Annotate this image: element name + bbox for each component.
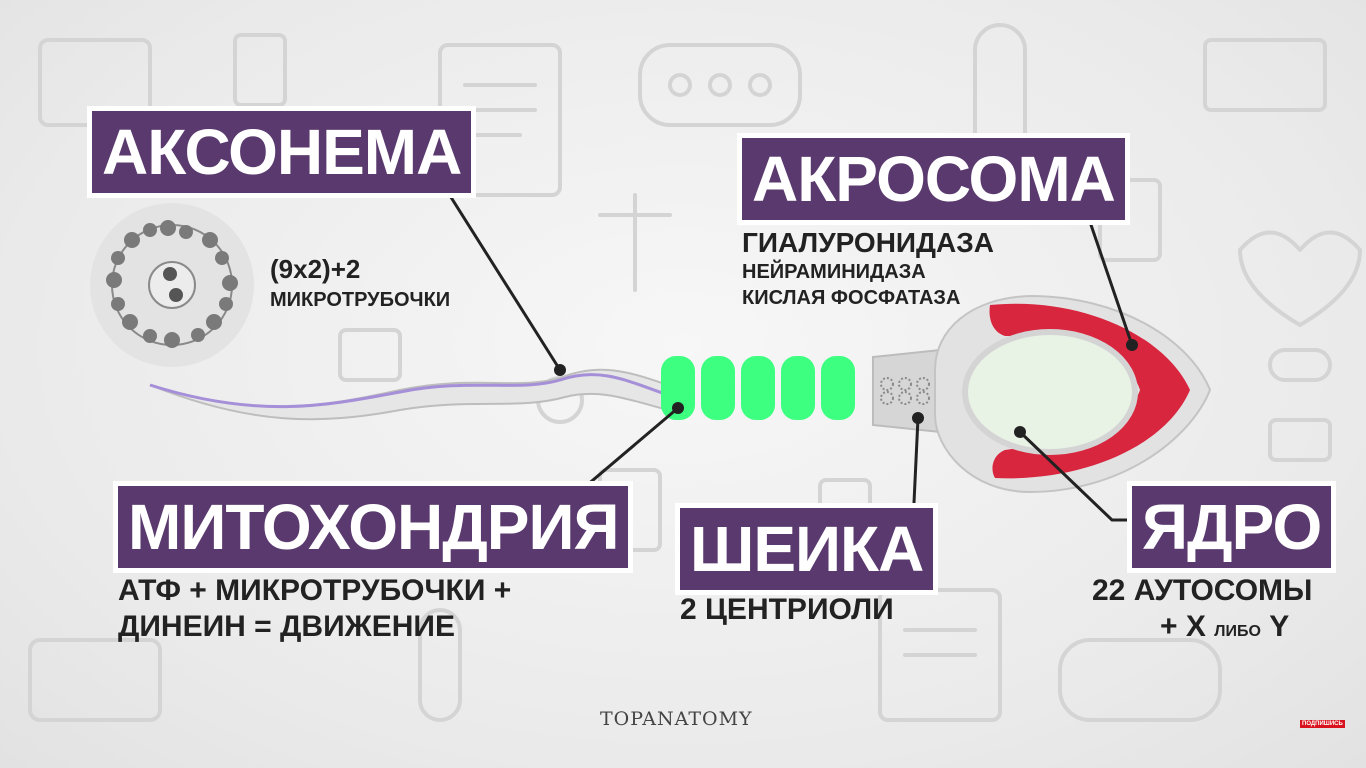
axoneme-cross-section <box>90 203 254 367</box>
nucleus <box>962 329 1138 455</box>
neck-info: 2 ЦЕНТРИОЛИ <box>680 593 894 626</box>
nucleus-info-or: ЛИБО <box>1214 623 1261 640</box>
label-neck: ШЕИКА <box>680 508 934 590</box>
nucleus-info-2: + X ЛИБО Y <box>1160 611 1289 643</box>
centriole-icons <box>880 377 930 405</box>
leader-dots <box>554 339 1138 438</box>
tail-axoneme-line <box>149 373 669 409</box>
label-nucleus: ЯДРО <box>1132 486 1332 568</box>
label-axonema: АКСОНЕМА <box>92 111 472 193</box>
label-acrosoma: АКРОСОМА <box>742 138 1125 220</box>
axonema-caption: МИКРОТРУБОЧКИ <box>270 289 451 311</box>
nucleus-info-x: + X <box>1160 610 1206 643</box>
mitochondria-segments <box>661 356 855 420</box>
microtubule-doublets <box>106 220 238 348</box>
acrosome <box>989 303 1190 479</box>
mitochondria-info-2: ДИНЕИН = ДВИЖЕНИЕ <box>118 610 455 643</box>
mitochondria-info-1: АТФ + МИКРОТРУБОЧКИ + <box>118 574 512 607</box>
watermark-logo: TOPANATOMY <box>600 708 753 730</box>
acrosoma-enzyme-3: КИСЛАЯ ФОСФАТАЗА <box>742 287 961 309</box>
nucleus-info-y: Y <box>1269 610 1290 643</box>
sperm-tail <box>149 368 669 421</box>
acrosoma-enzyme-1: ГИАЛУРОНИДАЗА <box>742 227 994 258</box>
nucleus-info-1: 22 АУТОСОМЫ <box>1092 574 1313 607</box>
axonema-formula: (9x2)+2 <box>270 254 361 284</box>
sperm-head <box>934 294 1212 494</box>
label-mitochondria: МИТОХОНДРИЯ <box>118 486 629 568</box>
subscribe-badge[interactable]: ПОДПИШИСЬ <box>1300 720 1345 728</box>
acrosoma-enzyme-2: НЕЙРАМИНИДАЗА <box>742 261 926 283</box>
